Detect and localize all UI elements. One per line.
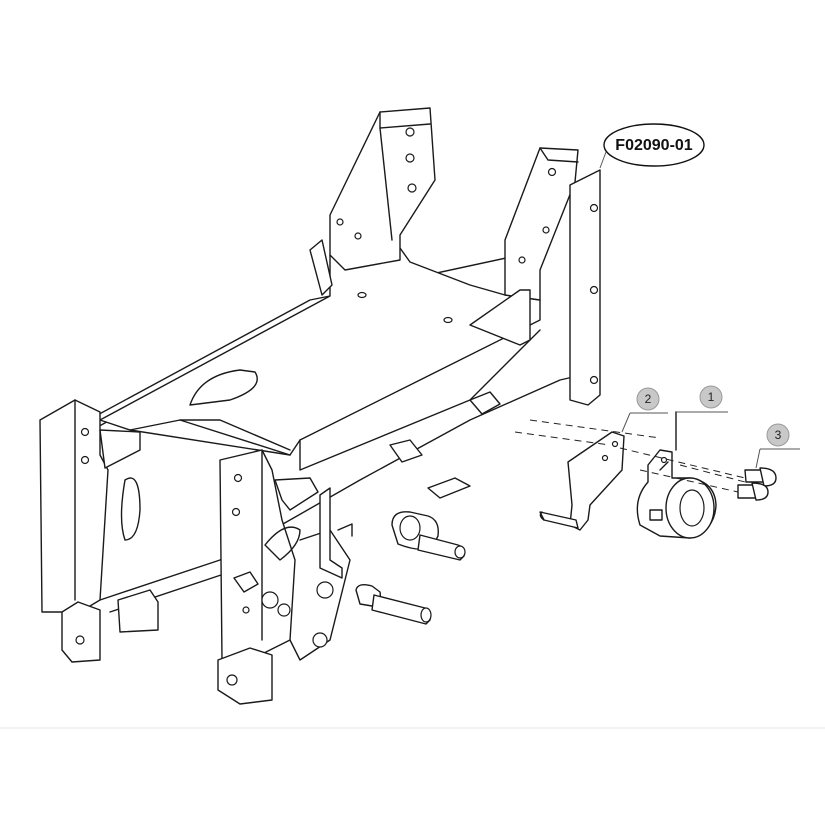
callout-2-badge: [636, 387, 660, 411]
lower-pins: [355, 511, 466, 625]
reference-code: F02090-01: [615, 137, 692, 154]
reference-ellipse: [603, 123, 705, 167]
callout-3-number: 3: [775, 428, 782, 442]
mounting-plate-part: [539, 431, 625, 531]
callout-1-number: 1: [708, 390, 715, 404]
reference-label: F02090-01: [599, 123, 705, 169]
mount-frame: [39, 107, 601, 705]
callout-3: 3: [755, 423, 800, 469]
bolts-part: [737, 467, 777, 501]
roller-bracket-part: [636, 411, 717, 539]
callout-2-number: 2: [645, 392, 652, 406]
callout-2: 2: [621, 387, 668, 433]
callout-3-badge: [766, 423, 790, 447]
assembly-lines: [514, 419, 746, 493]
callout-1-badge: [699, 385, 723, 409]
callout-1: 1: [676, 385, 728, 413]
